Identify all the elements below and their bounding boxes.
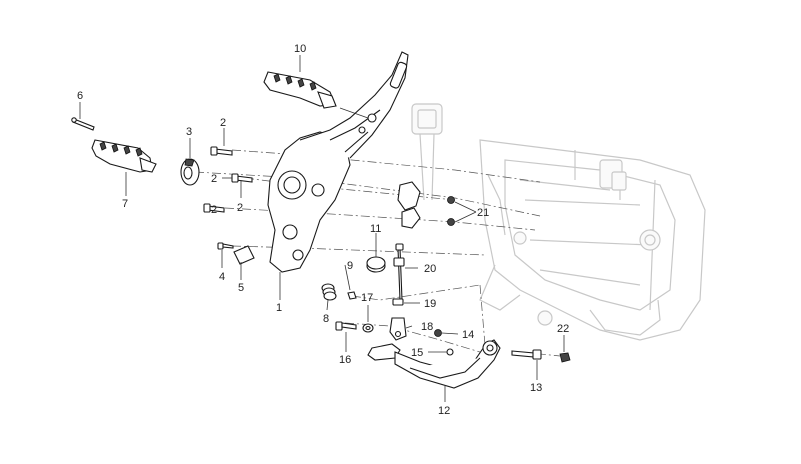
callout-labels: 1 2 2 2 2 3 4 5 6 7 8 9 10 11 12 13 14 1… xyxy=(77,43,569,417)
bracket-plate xyxy=(267,51,409,273)
callout-9: 9 xyxy=(347,260,353,272)
nut-9 xyxy=(347,291,357,300)
ring-11 xyxy=(366,256,386,273)
callout-10: 10 xyxy=(294,43,306,55)
callout-18: 18 xyxy=(421,321,433,333)
bolt-13 xyxy=(511,349,542,360)
callout-12: 12 xyxy=(438,405,450,417)
callout-8: 8 xyxy=(323,313,329,325)
leader-lines xyxy=(79,55,565,402)
callout-20: 20 xyxy=(424,263,436,275)
callout-2a: 2 xyxy=(220,117,226,129)
callout-4: 4 xyxy=(219,271,225,283)
callout-14: 14 xyxy=(462,329,474,341)
push-rod-20 xyxy=(393,243,405,301)
callout-16: 16 xyxy=(339,354,351,366)
mount-bracket xyxy=(397,181,421,229)
callout-15: 15 xyxy=(411,347,423,359)
callout-2c: 2 xyxy=(237,202,243,214)
callout-19: 19 xyxy=(424,298,436,310)
nut-14 xyxy=(434,329,442,337)
callout-5: 5 xyxy=(238,282,244,294)
master-cylinder-ghost xyxy=(411,103,443,201)
nut-19 xyxy=(392,298,404,306)
washer-17 xyxy=(362,323,374,333)
plate-5 xyxy=(233,245,255,265)
washer-15 xyxy=(446,348,454,356)
callout-7: 7 xyxy=(122,198,128,210)
callout-2b: 2 xyxy=(211,173,217,185)
footpeg-rider xyxy=(263,71,337,109)
bolts-2 xyxy=(203,146,253,213)
callout-21: 21 xyxy=(477,207,489,219)
callout-13: 13 xyxy=(530,382,542,394)
callout-1: 1 xyxy=(276,302,282,314)
brake-pedal-12 xyxy=(367,339,501,389)
screw-4 xyxy=(217,242,234,250)
bolt-16 xyxy=(335,321,357,331)
nut-22 xyxy=(559,352,571,363)
callout-3: 3 xyxy=(186,126,192,138)
callout-11: 11 xyxy=(370,223,381,235)
bush-3 xyxy=(180,158,200,186)
clevis-18 xyxy=(389,317,407,341)
spring-8 xyxy=(321,283,337,301)
callout-17: 17 xyxy=(361,292,373,304)
pin-6 xyxy=(71,117,95,131)
footpeg-passenger xyxy=(91,139,157,173)
callout-22: 22 xyxy=(557,323,569,335)
callout-6: 6 xyxy=(77,90,83,102)
callout-2d: 2 xyxy=(211,204,217,216)
nuts-21 xyxy=(447,196,455,226)
frame-outline-ghost xyxy=(479,139,706,341)
